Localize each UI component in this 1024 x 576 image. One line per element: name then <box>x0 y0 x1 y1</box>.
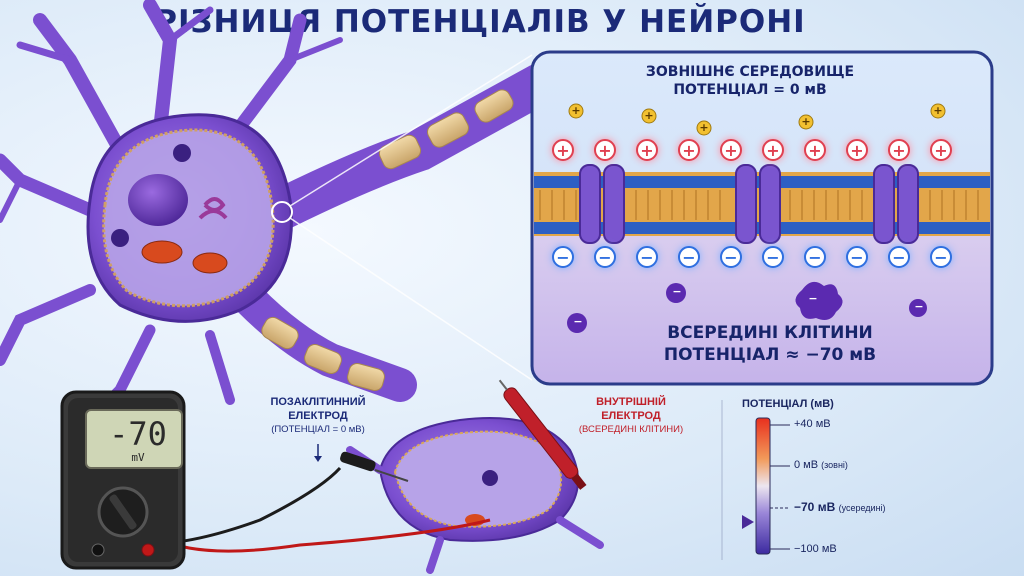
potential-scale-bar <box>755 417 771 555</box>
positive-ion-5: + <box>762 139 784 161</box>
extracellular-line1: ПОЗАКЛІТИННИЙ <box>270 396 366 408</box>
positive-ion-8: + <box>888 139 910 161</box>
positive-ion-2: + <box>636 139 658 161</box>
positive-ion-3: + <box>678 139 700 161</box>
cell-membrane <box>102 128 275 308</box>
outside-label: ЗОВНІШНЄ СЕРЕДОВИЩЕ <box>645 64 855 80</box>
negative-ion-1: − <box>594 246 616 268</box>
small-ion-sign-3: + <box>801 115 811 128</box>
nucleus <box>128 174 188 226</box>
negative-ion-4: − <box>720 246 742 268</box>
small-ion-sign-2: + <box>699 121 709 134</box>
scale-tick-rest-value: −70 мВ <box>794 500 836 514</box>
mitochondrion-2 <box>192 252 228 274</box>
outside-cations <box>568 103 946 136</box>
positive-ion-6: + <box>804 139 826 161</box>
negative-ion-5: − <box>762 246 784 268</box>
negative-ion-0: − <box>552 246 574 268</box>
small-ion-sign-5: − <box>672 285 682 298</box>
positive-ion-9: + <box>930 139 952 161</box>
extracellular-electrode-label: ПОЗАКЛІТИННИЙ ЕЛЕКТРОД (ПОТЕНЦІАЛ = 0 мВ… <box>248 396 388 435</box>
small-ion-sign-8: − <box>808 292 818 305</box>
ion-channels <box>579 164 919 244</box>
page-title: РІЗНИЦЯ ПОТЕНЦІАЛІВ У НЕЙРОНІ <box>154 4 806 40</box>
extracellular-note: (ПОТЕНЦІАЛ = 0 мВ) <box>271 423 365 435</box>
scale-tick-rest-note: (усередині) <box>838 503 886 513</box>
outside-potential-label: ПОТЕНЦІАЛ = 0 мВ <box>673 82 827 98</box>
negative-ion-9: − <box>930 246 952 268</box>
vesicle <box>173 144 191 162</box>
mitochondrion-1 <box>141 240 183 264</box>
myelin-lower <box>261 316 385 391</box>
negative-ion-6: − <box>804 246 826 268</box>
small-ion-sign-1: + <box>644 109 654 122</box>
inset-negative-ions: −−−−−−−−−− <box>545 244 975 272</box>
scale-tick-zero-note: (зовні) <box>821 460 848 470</box>
inside-anions <box>567 281 927 333</box>
small-ion-sign-6: − <box>573 315 583 328</box>
intracellular-line2: ЕЛЕКТРОД <box>601 409 661 422</box>
negative-ion-2: − <box>636 246 658 268</box>
negative-ion-7: − <box>846 246 868 268</box>
scale-tick-rest: −70 мВ (усередині) <box>794 500 886 514</box>
meter-unit: mV <box>131 451 145 464</box>
inset-positive-ions: + + + + + + + + + + <box>545 137 975 165</box>
negative-ion-3: − <box>678 246 700 268</box>
negative-ion-8: − <box>888 246 910 268</box>
meter-display: -70 mV <box>90 412 186 468</box>
intracellular-electrode <box>498 379 587 490</box>
inside-label: ВСЕРЕДИНІ КЛІТИНИ <box>667 323 873 343</box>
meter-reading: -70 <box>109 415 167 453</box>
intracellular-note: (ВСЕРЕДИНІ КЛІТИНИ) <box>578 423 684 435</box>
small-ion-sign-7: − <box>914 300 924 313</box>
red-wire <box>157 518 491 553</box>
positive-ion-4: + <box>720 139 742 161</box>
positive-ion-1: + <box>594 139 616 161</box>
intracellular-electrode-label: ВНУТРІШНІЙ ЕЛЕКТРОД (ВСЕРЕДИНІ КЛІТИНИ) <box>566 396 696 435</box>
small-ion-sign-4: + <box>933 104 943 117</box>
small-ion-sign-0: + <box>571 104 581 117</box>
inside-potential-label: ПОТЕНЦІАЛ ≈ −70 мВ <box>663 345 877 365</box>
scale-tick-zero: 0 мВ (зовні) <box>794 459 848 471</box>
vesicle-2 <box>111 229 129 247</box>
scale-title: ПОТЕНЦІАЛ (мВ) <box>742 398 834 410</box>
multimeter <box>60 390 186 570</box>
recorded-cell-membrane <box>393 430 563 528</box>
scale-tick-zero-value: 0 мВ <box>794 459 819 471</box>
positive-ion-0: + <box>552 139 574 161</box>
intracellular-line1: ВНУТРІШНІЙ <box>596 396 666 408</box>
scale-tick-top: +40 мВ <box>794 418 831 430</box>
scale-tick-bottom: −100 мВ <box>794 543 837 555</box>
extracellular-line2: ЕЛЕКТРОД <box>288 409 348 422</box>
extracellular-electrode <box>340 451 376 472</box>
zoom-marker <box>271 201 293 223</box>
golgi <box>198 197 228 220</box>
positive-ion-7: + <box>846 139 868 161</box>
scale-marker-arrow <box>742 515 754 530</box>
